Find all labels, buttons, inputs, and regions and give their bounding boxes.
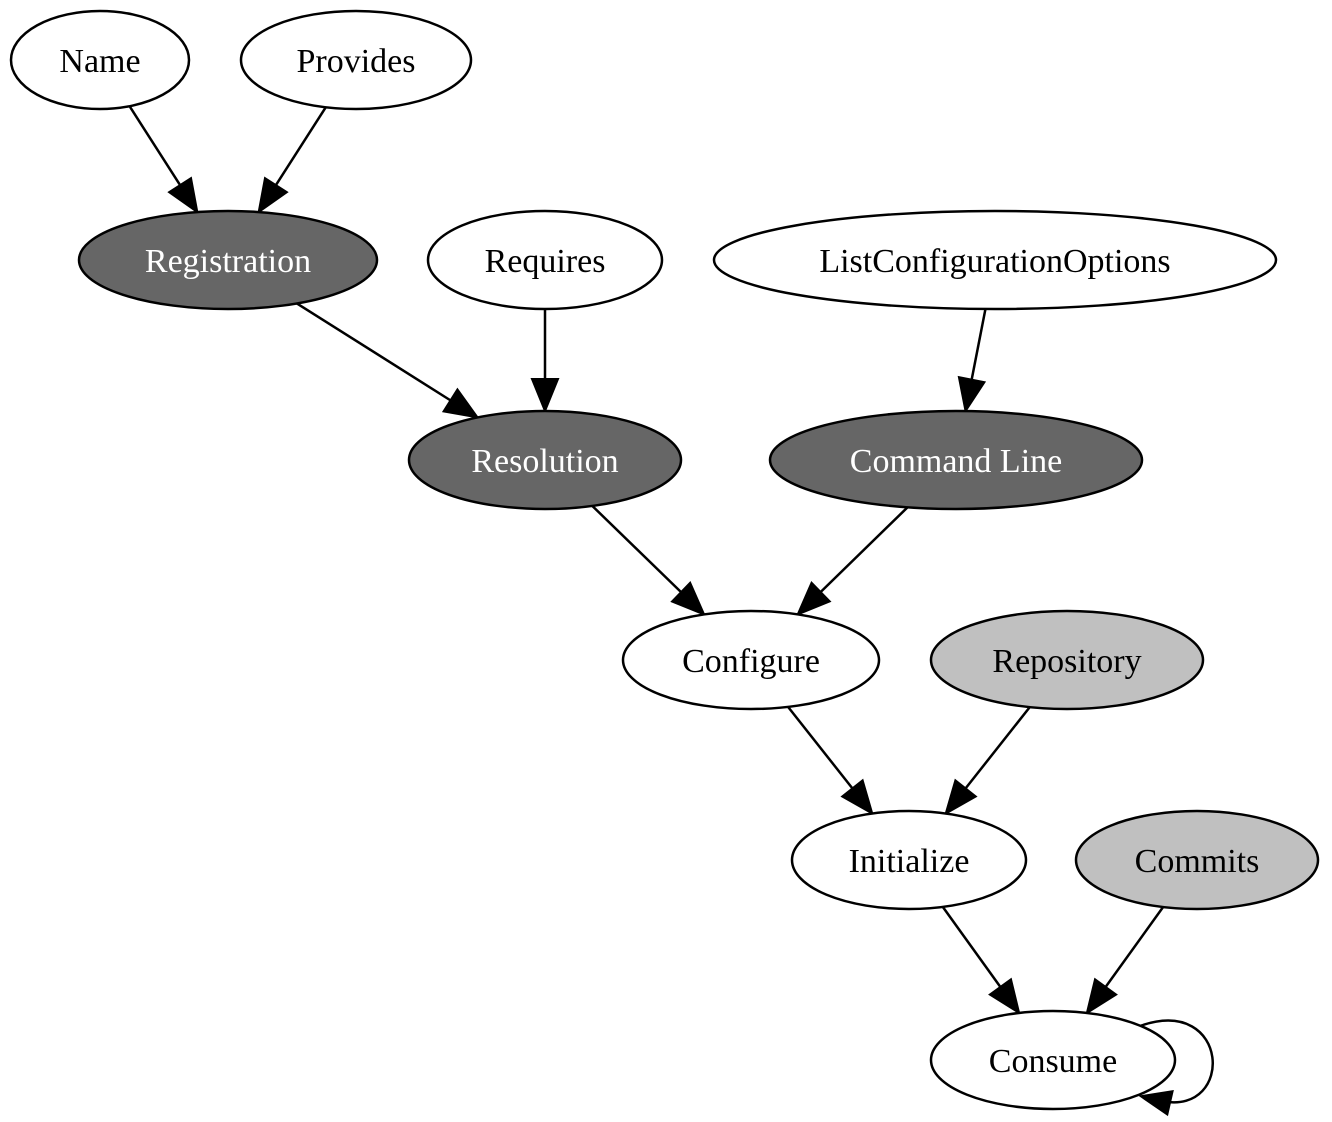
node-label: Initialize [849,843,970,880]
node-label: Repository [992,643,1141,680]
edge-line [787,706,854,790]
edge-commits-to-consume [1085,906,1165,1016]
edge-line [970,308,987,380]
arrowhead [670,581,706,617]
edges-layer [128,105,1214,1117]
node-shape [768,409,1144,511]
node-label: Provides [297,43,416,80]
edge-line [591,505,682,594]
node-initialize: Initialize [790,809,1028,911]
edge-consume-to-consume [1138,1019,1214,1117]
node-requires: Requires [426,209,664,311]
edge-requires-to-resolution [530,309,560,414]
node-repository: Repository [929,609,1205,711]
node-provides: Provides [239,9,473,111]
node-commits: Commits [1074,809,1320,911]
edge-list_config-to-command_line [957,308,987,414]
edge-line [964,706,1031,790]
node-label: Configure [682,643,820,680]
node-shape [77,209,379,311]
node-shape [1074,809,1320,911]
arrowhead [1138,1090,1174,1117]
node-configure: Configure [621,609,881,711]
edge-line [1104,906,1165,988]
node-label: Command Line [850,443,1062,480]
arrowhead [257,176,289,215]
edge-name-to-registration [128,105,199,215]
edge-configure-to-initialize [787,706,874,816]
node-command-line: Command Line [768,409,1144,511]
edge-initialize-to-consume [941,906,1021,1016]
node-consume: Consume [929,1009,1177,1111]
node-shape [929,1009,1177,1111]
arrowhead [167,176,199,215]
node-resolution: Resolution [407,409,683,511]
edge-line [296,302,452,402]
node-registration: Registration [77,209,379,311]
arrowhead [840,778,874,816]
arrowhead [988,977,1021,1016]
node-shape [790,809,1028,911]
edge-line [941,906,1002,988]
node-label: Requires [485,243,606,280]
node-shape [426,209,664,311]
node-list-config: ListConfigurationOptions [712,209,1278,311]
arrowhead [530,378,560,414]
arrowhead [957,375,987,414]
node-label: Name [59,43,140,80]
arrowhead [441,387,480,419]
node-label: Registration [145,243,311,280]
edge-repository-to-initialize [944,706,1031,816]
edge-line [274,106,327,186]
node-label: ListConfigurationOptions [819,243,1170,280]
node-shape [407,409,683,511]
node-name: Name [9,9,191,111]
node-label: Resolution [471,443,618,480]
node-shape [929,609,1205,711]
node-shape [712,209,1278,311]
edge-provides-to-registration [257,106,327,215]
edge-line [128,105,182,186]
node-shape [621,609,881,711]
edge-line [819,506,909,593]
arrowhead [944,778,978,816]
node-label: Commits [1135,843,1260,880]
edge-resolution-to-configure [591,505,706,617]
edge-registration-to-resolution [296,302,480,419]
arrowhead [1085,977,1118,1016]
node-shape [239,9,473,111]
edge-command_line-to-configure [795,506,909,617]
arrowhead [795,580,832,617]
edge-line [1140,1019,1214,1104]
node-shape [9,9,191,111]
node-label: Consume [989,1043,1117,1080]
